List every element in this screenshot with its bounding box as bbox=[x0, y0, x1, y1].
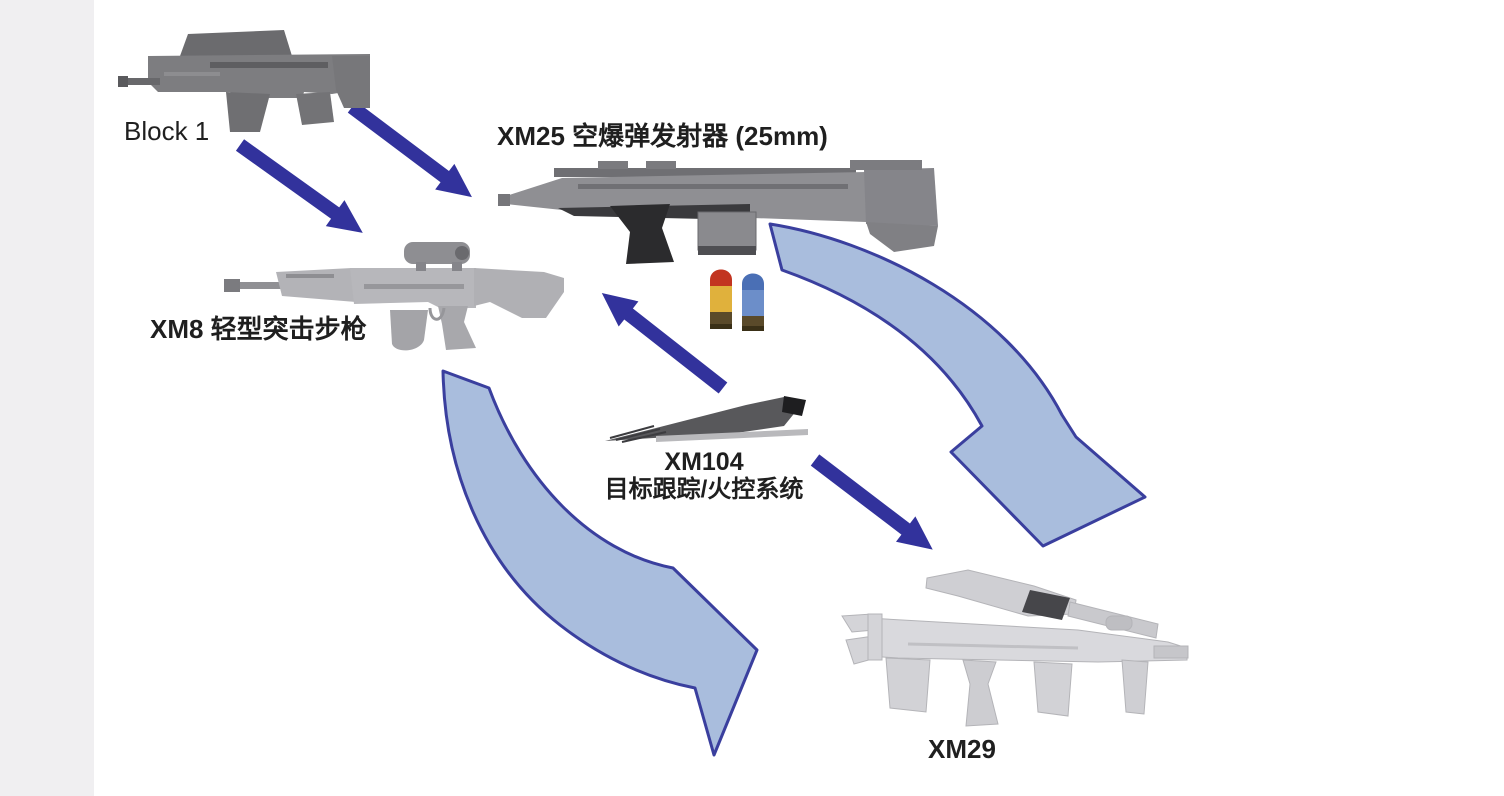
label-xm104-line1: XM104 bbox=[664, 448, 744, 476]
arrow-block1-to-xm25 bbox=[347, 101, 472, 198]
arrow-xm104-to-xm29 bbox=[810, 454, 933, 550]
label-xm29: XM29 bbox=[928, 734, 996, 764]
xm8-rifle-illustration bbox=[224, 242, 564, 351]
xm104-fire-control-illustration bbox=[605, 396, 808, 443]
label-xm104-line2: 目标跟踪/火控系统 bbox=[604, 476, 804, 503]
curved-arrow-xm25-to-xm29 bbox=[768, 222, 1147, 548]
label-block1: Block 1 bbox=[124, 116, 210, 146]
block1-weapon-illustration bbox=[118, 30, 370, 132]
arrow-xm104-to-xm25 bbox=[601, 292, 728, 394]
label-xm104: XM104 目标跟踪/火控系统 bbox=[578, 448, 830, 504]
page-margin-strip bbox=[0, 0, 94, 796]
label-xm25: XM25 空爆弹发射器 (25mm) bbox=[497, 121, 828, 151]
curved-arrow-xm8-to-xm29 bbox=[441, 369, 759, 757]
25mm-cartridges-illustration bbox=[710, 269, 764, 331]
xm25-launcher-illustration bbox=[498, 160, 938, 264]
label-xm8: XM8 轻型突击步枪 bbox=[150, 314, 367, 344]
arrow-block1-to-xm8 bbox=[235, 139, 363, 233]
xm29-weapon-illustration bbox=[841, 569, 1189, 727]
